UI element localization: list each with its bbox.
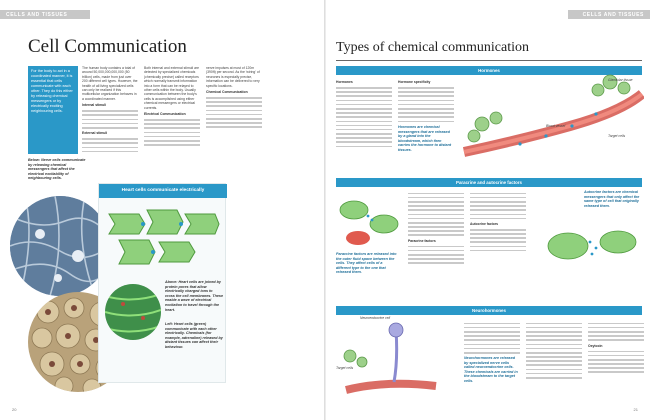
body-text: nerve impulses at most of 120m (390ft) p… [206, 66, 260, 88]
title-rule [336, 60, 642, 61]
neuro-col-1: Neurohormones are released by specialize… [464, 320, 520, 384]
section-label: CELLS AND TISSUES [6, 11, 68, 18]
text-lines [82, 110, 138, 129]
autocrine-diagram [547, 230, 637, 260]
neurohormone-diagram [343, 322, 437, 394]
subhead: Paracrine factors [408, 238, 436, 243]
page-number: 20 [12, 407, 17, 412]
page-title: Types of chemical communication [336, 40, 530, 55]
heart-caption-left: Left: Heart cells (green) communicate wi… [165, 322, 223, 349]
text-lines [408, 192, 464, 237]
subhead-internal: Internal stimuli [82, 103, 107, 108]
label-neuroendocrine: Neuroendocrine cell [360, 316, 391, 320]
label-endocrine: Glandular tissue [608, 78, 633, 82]
heart-cells-photo [105, 284, 161, 340]
section-label: CELLS AND TISSUES [582, 11, 644, 18]
nerve-cells-image [10, 196, 110, 296]
right-page: CELLS AND TISSUES Types of chemical comm… [326, 0, 650, 420]
hormones-caption: Hormones are chemical messengers that ar… [398, 125, 452, 153]
gutter [324, 0, 326, 420]
subhead: Oxytocin [588, 343, 603, 348]
autocrine-caption: Autocrine factors are chemical messenger… [584, 190, 640, 208]
text-lines [408, 245, 464, 264]
text-lines [464, 322, 520, 354]
heart-cells-diagram [108, 209, 220, 265]
body-text: Both internal and external stimuli are d… [144, 66, 200, 110]
text-lines [588, 350, 644, 374]
subhead: Hormones [336, 80, 353, 84]
neuro-col-2 [526, 320, 582, 381]
paracrine-diagram [339, 200, 399, 245]
text-lines [82, 138, 138, 153]
autocrine-col: Autocrine factors [470, 190, 526, 254]
text-lines [526, 322, 582, 379]
text-column-2: Both internal and external stimuli are d… [144, 66, 200, 148]
page-number: 21 [633, 407, 638, 412]
text-lines [336, 87, 392, 148]
neuro-caption: Neurohormones are released by specialize… [464, 356, 518, 384]
label-neuro-target: Target cells [336, 366, 354, 370]
intro-box: For the body to act in a coordinated man… [28, 66, 78, 154]
subhead-chemical: Chemical Communication [206, 90, 248, 95]
band-paracrine: Paracrine and autocrine factors [336, 178, 642, 187]
subhead: Autocrine factors [470, 221, 499, 226]
text-lines [398, 87, 454, 123]
intro-text: For the body to act in a coordinated man… [31, 69, 73, 113]
left-page: CELLS AND TISSUES Cell Communication For… [0, 0, 324, 420]
section-header-left: CELLS AND TISSUES [0, 10, 90, 19]
text-lines [144, 119, 200, 146]
subhead: Hormone specificity [398, 80, 431, 84]
heart-caption-above: Above: Heart cells are joined by protein… [165, 280, 224, 312]
subhead-electrical: Electrical Communication [144, 112, 186, 117]
text-lines [206, 97, 262, 128]
body-text: The human body contains a total of aroun… [82, 66, 138, 101]
page-title: Cell Communication [28, 36, 187, 57]
paracrine-col: Paracrine factors [408, 190, 464, 267]
band-hormones: Hormones [336, 66, 642, 75]
text-column-3: nerve impulses at most of 120m (390ft) p… [206, 66, 262, 131]
heart-panel: Heart cells communicate electrically Abo… [98, 183, 227, 383]
subhead-external: External stimuli [82, 131, 108, 136]
label-target: Target cells [608, 134, 626, 138]
text-lines [588, 322, 644, 341]
hormones-col-1: Hormones [336, 78, 392, 150]
hormone-diagram [462, 74, 644, 157]
text-lines [470, 228, 526, 252]
neuro-col-3: Oxytocin [588, 320, 644, 376]
panel-title: Heart cells communicate electrically [99, 184, 227, 198]
hormones-col-2: Hormone specificity Hormones are chemica… [398, 78, 454, 153]
paracrine-caption: Paracrine factors are released into the … [336, 252, 397, 275]
section-header-right: CELLS AND TISSUES [568, 10, 650, 19]
nerve-caption: Below: Nerve cells communicate by releas… [28, 158, 86, 181]
text-column-1: The human body contains a total of aroun… [82, 66, 138, 155]
text-lines [470, 192, 526, 220]
label-blood: Blood vessel [546, 124, 566, 128]
band-neurohormones: Neurohormones [336, 306, 642, 315]
